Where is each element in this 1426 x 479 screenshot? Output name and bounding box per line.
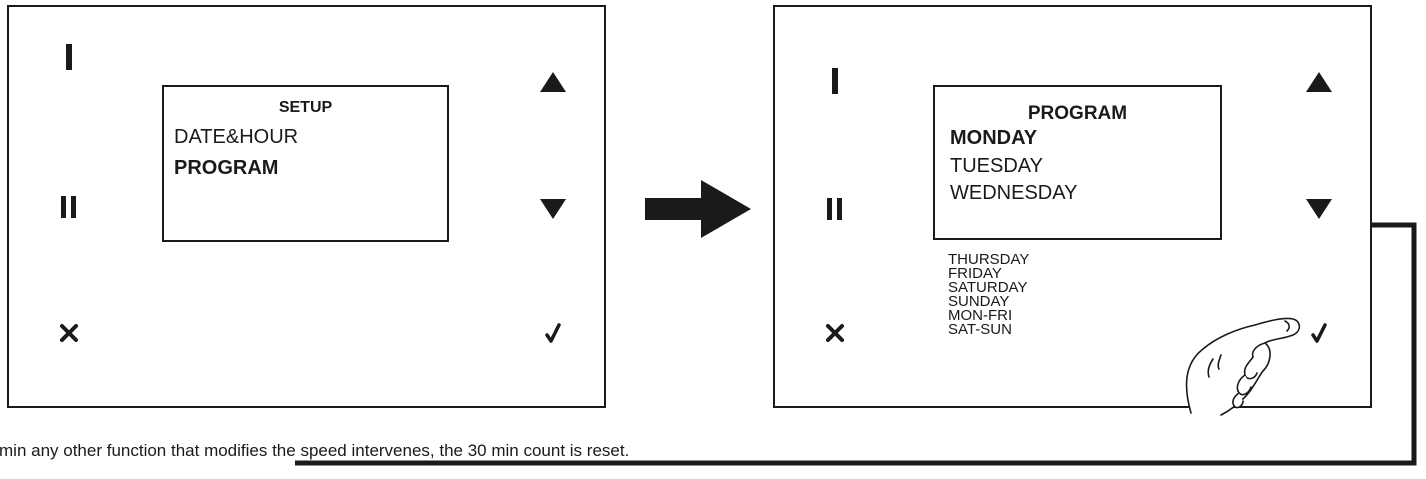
left-control-panel: SETUP DATE&HOUR PROGRAM: [7, 5, 606, 408]
up-triangle-icon: [1306, 72, 1332, 92]
up-button[interactable]: [1299, 62, 1339, 102]
checkmark-icon: [545, 323, 561, 343]
down-triangle-icon: [1306, 199, 1332, 219]
speed-1-button[interactable]: [815, 61, 855, 101]
menu-item-date-hour[interactable]: DATE&HOUR: [174, 126, 299, 148]
caption-text: min any other function that modifies the…: [0, 441, 630, 460]
speed-1-icon: [832, 68, 838, 94]
speed-1-button[interactable]: [49, 37, 89, 77]
finger-pressing-icon: [1185, 317, 1301, 416]
setup-lcd-screen: SETUP DATE&HOUR PROGRAM: [162, 85, 449, 242]
speed-1-icon: [66, 44, 72, 70]
more-options-list: THURSDAY FRIDAY SATURDAY SUNDAY MON-FRI …: [948, 251, 1030, 338]
down-button[interactable]: [1299, 189, 1339, 229]
cancel-button[interactable]: [49, 313, 89, 353]
cancel-x-icon: [60, 324, 78, 342]
menu-item-wednesday[interactable]: WEDNESDAY: [950, 182, 1078, 204]
confirm-button[interactable]: [533, 313, 573, 353]
speed-2-icon: [827, 198, 842, 220]
speed-2-icon: [61, 196, 76, 218]
lcd-title: SETUP: [278, 99, 333, 116]
right-arrow-icon: [645, 180, 751, 238]
option-thursday: THURSDAY: [948, 251, 1030, 268]
program-lcd-screen: PROGRAM MONDAY TUESDAY WEDNESDAY: [933, 85, 1222, 240]
option-friday: FRIDAY: [948, 265, 1002, 282]
menu-item-program[interactable]: PROGRAM: [174, 157, 279, 179]
option-sunday: SUNDAY: [948, 293, 1010, 310]
right-control-panel: PROGRAM MONDAY TUESDAY WEDNESDAY THURSDA…: [773, 5, 1372, 416]
speed-2-button[interactable]: [49, 187, 89, 227]
confirm-button[interactable]: [1299, 313, 1339, 353]
lcd-title: PROGRAM: [1027, 103, 1128, 124]
menu-item-monday[interactable]: MONDAY: [950, 127, 1038, 149]
down-button[interactable]: [533, 189, 573, 229]
down-triangle-icon: [540, 199, 566, 219]
up-button[interactable]: [533, 62, 573, 102]
up-triangle-icon: [540, 72, 566, 92]
option-mon-fri: MON-FRI: [948, 307, 1013, 324]
menu-item-tuesday[interactable]: TUESDAY: [950, 155, 1043, 177]
checkmark-icon: [1311, 323, 1327, 343]
option-sat-sun: SAT-SUN: [948, 321, 1012, 338]
cancel-button[interactable]: [815, 313, 855, 353]
speed-2-button[interactable]: [815, 189, 855, 229]
option-saturday: SATURDAY: [948, 279, 1028, 296]
cancel-x-icon: [826, 324, 844, 342]
